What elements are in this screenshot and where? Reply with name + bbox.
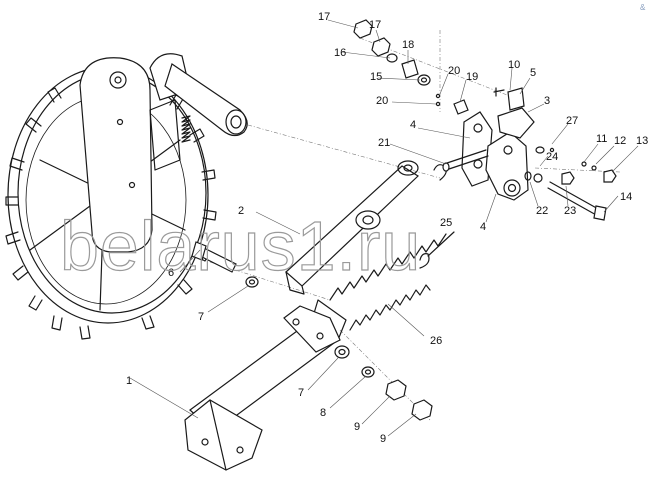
callout-9a: 9 [354, 421, 360, 433]
callout-17a: 17 [318, 11, 330, 23]
callout-7a: 7 [198, 311, 204, 323]
callout-17b: 17 [369, 19, 381, 31]
main-arm [184, 299, 347, 471]
callout-13: 13 [636, 135, 648, 147]
spring-26 [349, 231, 455, 331]
callout-2: 2 [238, 205, 244, 217]
callout-4a: 4 [410, 119, 416, 131]
callout-12: 12 [614, 135, 626, 147]
callout-6: 6 [168, 267, 174, 279]
callout-20b: 20 [376, 95, 388, 107]
fasteners-top [353, 19, 617, 221]
callout-25: 25 [440, 217, 452, 229]
callout-10: 10 [508, 59, 520, 71]
pivot-bracket [442, 87, 535, 201]
site-watermark: belarus1.ru [60, 207, 421, 285]
callout-8: 8 [320, 407, 326, 419]
callout-24: 24 [546, 151, 558, 163]
callout-1: 1 [126, 375, 132, 387]
callout-14: 14 [620, 191, 632, 203]
callout-15: 15 [370, 71, 382, 83]
washer-7-upper [245, 276, 259, 288]
callout-7b: 7 [298, 387, 304, 399]
upper-link [285, 160, 419, 295]
washer-7-upper-hole [248, 279, 256, 285]
callout-3: 3 [544, 95, 550, 107]
fasteners-bottom [334, 345, 433, 421]
callout-20a: 20 [448, 65, 460, 77]
corner-mark: & [640, 3, 646, 12]
wheel-arm [79, 57, 153, 253]
axle-tube [149, 53, 248, 171]
callout-19: 19 [466, 71, 478, 83]
callout-9b: 9 [380, 433, 386, 445]
leader-lines [129, 19, 639, 437]
callout-22: 22 [536, 205, 548, 217]
callout-23: 23 [564, 205, 576, 217]
callout-16: 16 [334, 47, 346, 59]
callout-26: 26 [430, 335, 442, 347]
callout-21: 21 [378, 137, 390, 149]
callout-5: 5 [530, 67, 536, 79]
callout-11: 11 [596, 133, 607, 145]
callout-27: 27 [566, 115, 578, 127]
callout-18: 18 [402, 39, 414, 51]
callout-4b: 4 [480, 221, 486, 233]
callout-labels: 17 17 16 18 15 20 19 10 5 20 3 4 27 21 1… [126, 11, 648, 445]
